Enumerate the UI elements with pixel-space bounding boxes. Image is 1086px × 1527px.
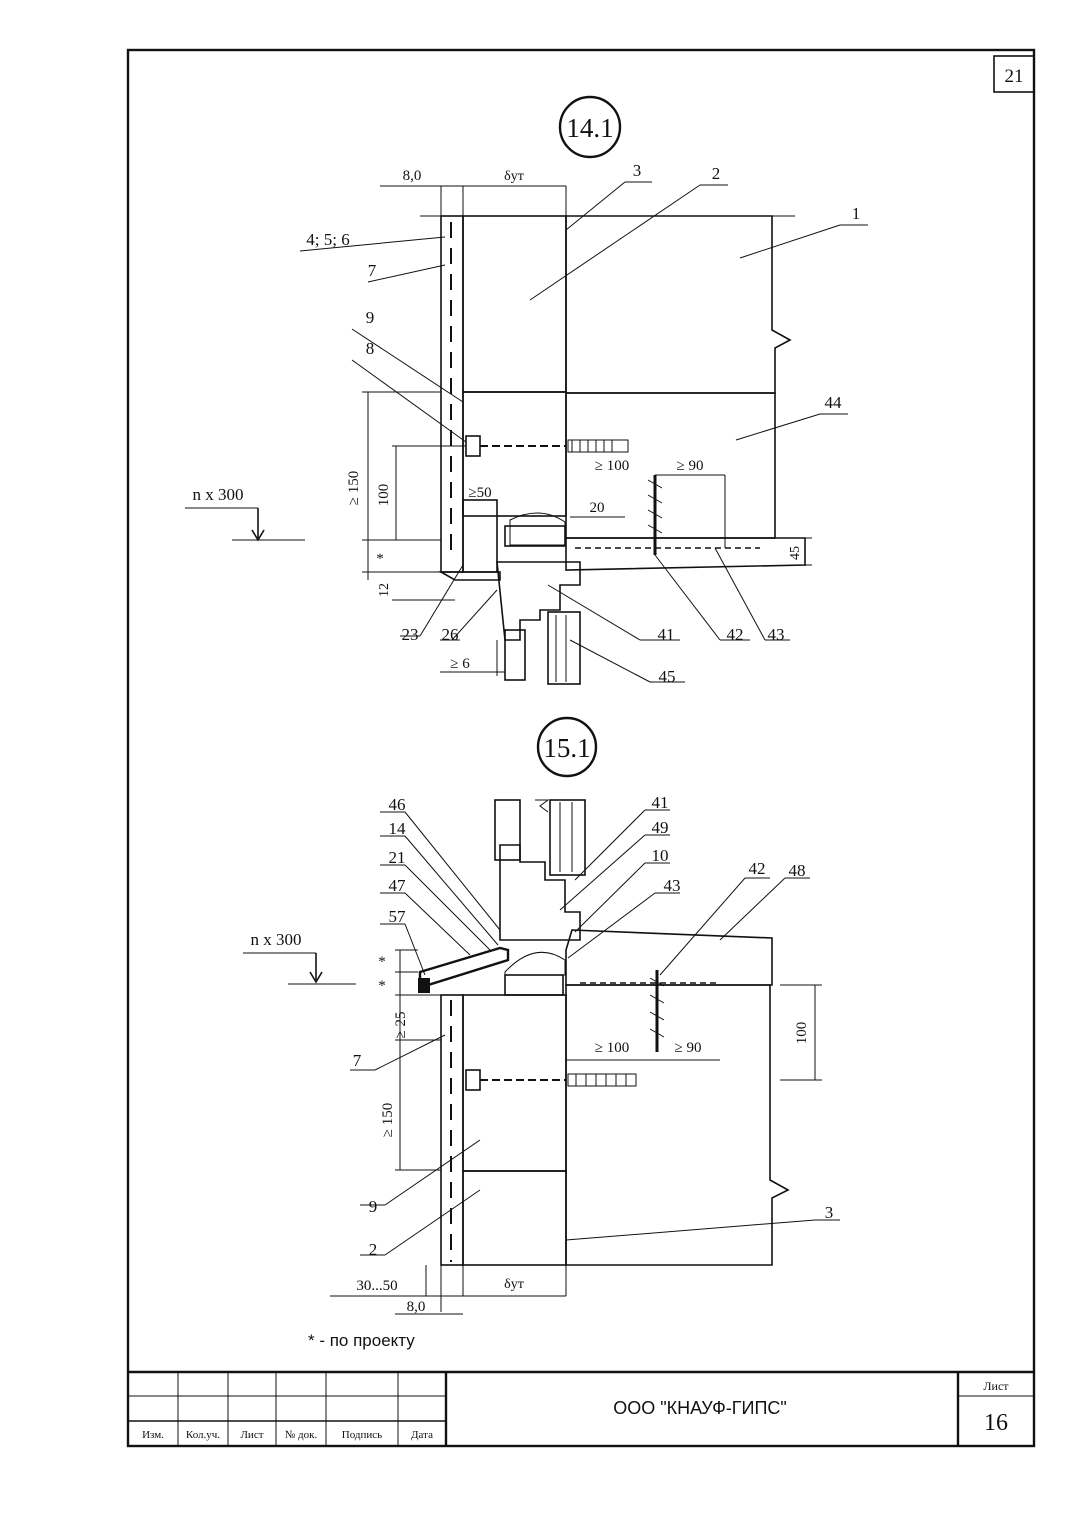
dim-100-horiz-b: ≥ 100 (595, 1040, 629, 1056)
dim-8-bottom-b: 8,0 (407, 1299, 426, 1315)
dim-150-a: ≥ 150 (346, 471, 362, 505)
detail-15-1-marker (536, 716, 598, 778)
tb-header-0: Изм. (142, 1429, 164, 1441)
callout-9-b: 9 (369, 1197, 378, 1216)
render-layer-b (440, 994, 464, 1266)
callout-49-b: 49 (652, 818, 669, 837)
callout-14-b: 14 (389, 819, 407, 838)
window-frame (496, 561, 581, 641)
callout-1-a: 1 (852, 204, 861, 223)
callout-48-b: 48 (789, 861, 806, 880)
callout-7-b: 7 (353, 1051, 362, 1070)
callout-26-a: 26 (442, 625, 459, 644)
dim-50-a: ≥50 (468, 485, 491, 501)
dim-20-a: 20 (590, 500, 605, 516)
sill-screed (565, 929, 773, 986)
dim-delta-bottom-b: δут (504, 1277, 524, 1292)
dim-30-50-b: 30...50 (356, 1278, 397, 1294)
masonry-wall-b (565, 984, 790, 1266)
callout-43-a: 43 (768, 625, 785, 644)
callout-23-a: 23 (402, 625, 419, 644)
callout-2-a: 2 (712, 164, 721, 183)
detail-14-1-marker (558, 95, 622, 159)
mineral-wool-insulation-b (462, 1170, 567, 1266)
dim-150-b: ≥ 150 (380, 1103, 396, 1137)
callout-456-a: 4; 5; 6 (306, 230, 349, 249)
dim-25-b: ≥ 25 (393, 1012, 409, 1039)
fire-barrier-band-b (462, 994, 567, 1172)
callout-9-a: 9 (366, 308, 375, 327)
dim-star-a: * (376, 551, 384, 567)
dim-90-b: ≥ 90 (675, 1040, 702, 1056)
callout-43-b: 43 (664, 876, 681, 895)
callout-21-b: 21 (389, 848, 406, 867)
detail-15-1-title: 15.1 (543, 733, 590, 763)
corner-sheet-number: 21 (1005, 66, 1024, 87)
dim-100-vert-b: 100 (794, 1022, 810, 1045)
sill-flashing (418, 946, 510, 987)
callout-42-b: 42 (749, 859, 766, 878)
callout-57-b: 57 (389, 907, 407, 926)
dim-45-a: 45 (788, 546, 803, 560)
dim-100-horiz-a: ≥ 100 (595, 458, 629, 474)
tb-header-3: № док. (285, 1429, 318, 1441)
mineral-wool-insulation (462, 215, 567, 393)
callout-47-b: 47 (389, 876, 407, 895)
dim-6-a: ≥ 6 (450, 656, 470, 672)
dim-8-top: 8,0 (403, 168, 422, 184)
callout-42-a: 42 (727, 625, 744, 644)
callout-7-a: 7 (368, 261, 377, 280)
callout-44-a: 44 (825, 393, 843, 412)
callout-46-b: 46 (389, 795, 406, 814)
tb-header-5: Дата (411, 1429, 433, 1441)
callout-3-b: 3 (825, 1203, 834, 1222)
detail-15-1: 15.1 (243, 716, 840, 1315)
detail-14-1: 14.1 (185, 95, 868, 686)
anchor-dowel-head (465, 435, 481, 457)
sheet-label: Лист (983, 1379, 1009, 1393)
callout-10-b: 10 (652, 846, 669, 865)
sheet-frame (126, 48, 1036, 1448)
callout-41-a: 41 (658, 625, 675, 644)
callout-45-a: 45 (659, 667, 676, 686)
reveal-screed (565, 537, 806, 571)
company-name: ООО "КНАУФ-ГИПС" (613, 1398, 787, 1418)
tb-header-1: Кол.уч. (186, 1429, 220, 1441)
dim-delta-top: δут (504, 169, 524, 184)
dim-100-a: 100 (376, 484, 392, 507)
dim-12-a: 12 (377, 583, 392, 597)
title-block: Изм. Кол.уч. Лист № док. Подпись Дата ОО… (128, 1370, 1034, 1446)
section-marker-a: n x 300 (193, 485, 244, 504)
masonry-wall (565, 215, 792, 394)
dim-star2-b: * (378, 978, 386, 994)
tb-header-4: Подпись (342, 1429, 382, 1441)
tb-header-2: Лист (240, 1429, 263, 1441)
detail-14-1-title: 14.1 (566, 113, 613, 143)
anchor-dowel-head-b (465, 1069, 481, 1091)
dim-star1-b: * (378, 954, 386, 970)
callout-41-b: 41 (652, 793, 669, 812)
footnote: * - по проекту (308, 1331, 415, 1350)
dim-90-a: ≥ 90 (677, 458, 704, 474)
callout-2-b: 2 (369, 1240, 378, 1259)
corner-sheet-box (993, 55, 1035, 93)
callout-3-a: 3 (633, 161, 642, 180)
callout-8-a: 8 (366, 339, 375, 358)
sheet-number: 16 (984, 1410, 1008, 1436)
section-marker-b: n x 300 (251, 930, 302, 949)
window-frame-b (499, 844, 581, 941)
